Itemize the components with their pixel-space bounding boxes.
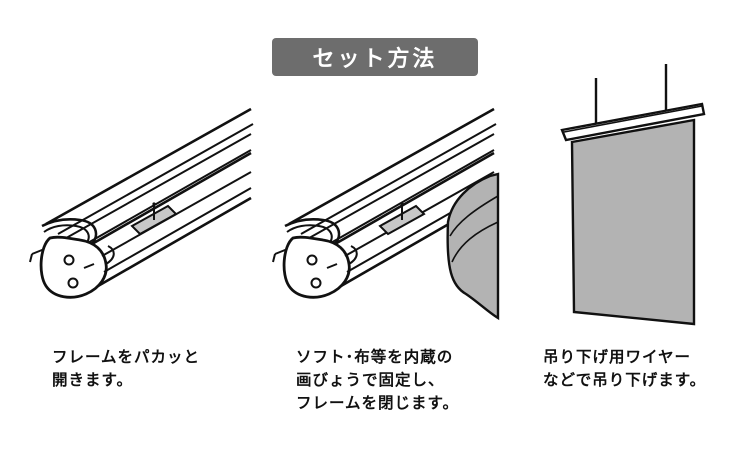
step-3-hanging-figure	[560, 64, 706, 326]
step-1-open-frame-figure	[28, 107, 255, 299]
step-1-caption: フレームをパカッと 開きます。	[52, 348, 201, 389]
step-3-caption: 吊り下げ用ワイヤー などで吊り下げます。	[543, 348, 707, 389]
section-title: セット方法	[272, 38, 478, 76]
step-2-caption: ソフト･布等を内蔵の 画びょうで固定し、 フレームを閉じます。	[296, 348, 459, 412]
step-2-fix-sheet-figure	[271, 107, 500, 321]
